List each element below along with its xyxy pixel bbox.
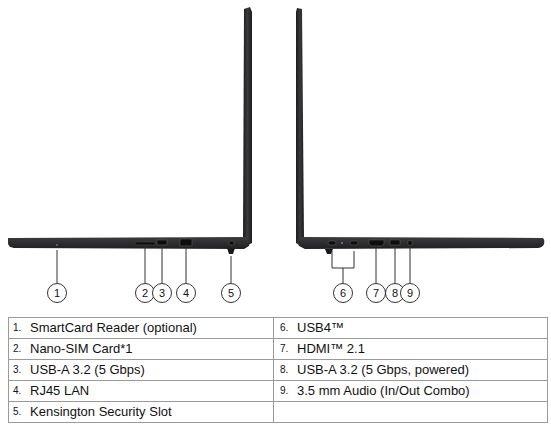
callout-text: 5 <box>228 288 234 299</box>
table-cell: SmartCard Reader (optional) <box>30 317 197 338</box>
table-rule <box>9 401 548 402</box>
usb-a-port <box>390 240 400 245</box>
left-laptop <box>8 7 252 254</box>
callout-number: 7 <box>366 283 386 303</box>
laptop-foot <box>227 248 235 254</box>
table-cell: USB-A 3.2 (5 Gbps) <box>30 359 145 380</box>
leader-lines <box>57 247 410 283</box>
item-number: 6. <box>280 317 288 338</box>
usb4-port <box>328 241 336 245</box>
callout-number: 6 <box>333 283 353 303</box>
usb4-port <box>350 241 358 245</box>
kensington-slot <box>229 241 234 245</box>
table-cell: USB-A 3.2 (5 Gbps, powered) <box>297 359 469 380</box>
leader-line <box>395 247 396 283</box>
callout-text: 2 <box>142 288 148 299</box>
leader-line <box>410 247 411 283</box>
callout-number: 5 <box>221 283 241 303</box>
laptop-base <box>8 237 250 249</box>
leader-line <box>57 250 58 283</box>
sim-slot <box>135 242 155 245</box>
bracket <box>332 251 354 283</box>
smartcard-slot <box>56 244 58 246</box>
item-number: 4. <box>13 380 21 401</box>
led <box>341 242 343 244</box>
callout-text: 3 <box>159 288 165 299</box>
item-number: 9. <box>280 380 288 401</box>
table-cell: Kensington Security Slot <box>30 401 172 422</box>
table-cell: HDMI™ 2.1 <box>297 338 365 359</box>
table-grid <box>9 318 548 423</box>
laptop-lid <box>296 8 304 246</box>
leader-line <box>186 248 187 283</box>
callout-text: 7 <box>373 288 379 299</box>
callout-number: 9 <box>400 283 420 303</box>
leader-line <box>145 247 146 283</box>
item-number: 1. <box>13 317 21 338</box>
audio-jack <box>408 241 413 246</box>
table-cell: 3.5 mm Audio (In/Out Combo) <box>297 380 470 401</box>
leader-line <box>231 256 232 283</box>
callout-text: 6 <box>340 288 346 299</box>
rj45-port <box>180 239 192 246</box>
hdmi-port <box>369 240 384 246</box>
usb-a-port <box>157 240 167 245</box>
table-rule <box>9 359 548 360</box>
item-number: 7. <box>280 338 288 359</box>
item-number: 5. <box>13 401 21 422</box>
item-number: 3. <box>13 359 21 380</box>
callout-text: 4 <box>183 288 189 299</box>
table-border <box>9 318 548 423</box>
table-rule <box>273 318 274 423</box>
item-number: 2. <box>13 338 21 359</box>
callout-number: 4 <box>176 283 196 303</box>
callout-number: 3 <box>152 283 172 303</box>
callout-text: 9 <box>407 288 413 299</box>
callout-text: 1 <box>54 288 60 299</box>
table-rule <box>9 338 548 339</box>
callout-number: 1 <box>47 283 67 303</box>
right-laptop <box>296 8 544 254</box>
leader-line <box>162 247 163 283</box>
laptop-base <box>297 237 544 249</box>
table-cell: USB4™ <box>297 317 344 338</box>
leader-line <box>376 248 377 283</box>
item-number: 8. <box>280 359 288 380</box>
table-cell: RJ45 LAN <box>30 380 89 401</box>
table-rule <box>9 380 548 381</box>
callout-text: 8 <box>392 288 398 299</box>
table-cell: Nano-SIM Card*1 <box>30 338 133 359</box>
laptop-lid <box>243 7 252 246</box>
